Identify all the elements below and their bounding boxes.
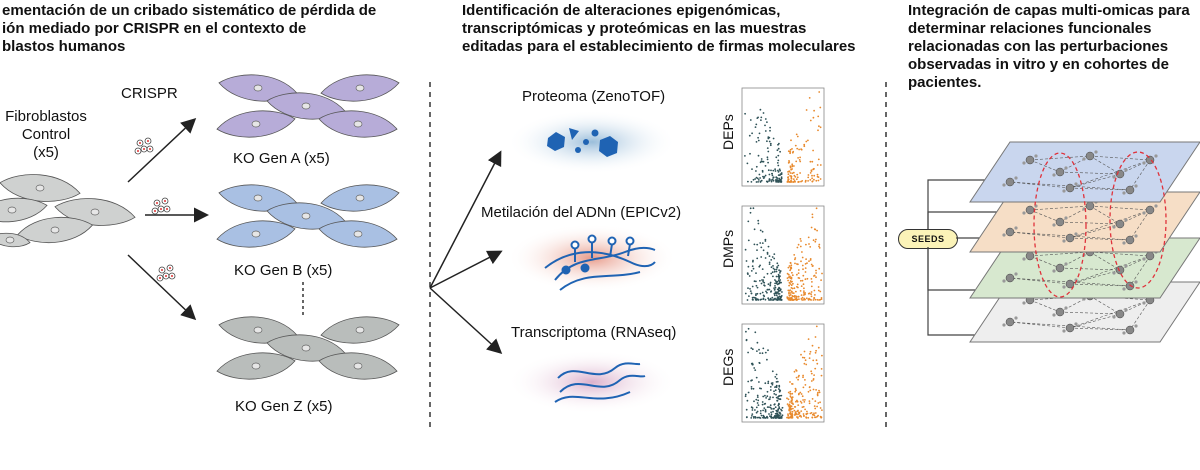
fibroblast-cell [320,316,400,344]
left-panel-title: ementación de un cribado sistemático de … [2,2,377,55]
network-layer [969,237,1200,299]
protein-molecules-icon [547,128,618,157]
volcano-plot-dmps [741,205,825,305]
network-layer [969,191,1200,253]
crispr-particle-cluster [134,137,154,155]
control-fibroblasts-label: Fibroblastos Control (x5) [5,108,87,161]
metilacion-label: Metilación del ADNn (EPICv2) [481,204,682,221]
multiomic-layers [969,141,1200,343]
seeds-connector-lines [927,179,1010,336]
crispr-particle-cluster [151,197,171,215]
ko-gen-a-cells [216,74,400,138]
proteoma-halo [507,110,677,174]
network-layer [969,141,1200,203]
fibroblast-cell [16,216,94,244]
volcano-plot-deps [741,87,825,187]
proteoma-label: Proteoma (ZenoTOF) [522,88,666,105]
arrow-to-ko-a [127,117,197,183]
ko-gen-a-label: KO Gen A (x5) [233,150,330,167]
arrow-to-proteoma [429,150,502,289]
fibroblast-cell [318,110,398,138]
crispr-particles [134,137,176,282]
transcriptoma-halo [507,350,677,414]
arrow-to-ko-z [127,254,197,321]
fibroblast-cell [320,74,400,102]
arrow-to-metilacion [429,250,503,289]
fibroblast-cell [216,352,296,380]
fibroblast-cell [0,197,48,223]
ko-gen-z-label: KO Gen Z (x5) [235,398,333,415]
dna-methylation-icon [544,234,656,291]
fibroblast-cell [216,110,296,138]
fibroblast-cell [318,220,398,248]
ko-gen-b-label: KO Gen B (x5) [234,262,333,279]
ko-gen-b-cells [216,184,400,248]
highlight-ovals [1033,151,1167,298]
fibroblast-cell [216,220,296,248]
crispr-label: CRISPR [121,85,178,102]
crispr-particle-cluster [156,264,176,282]
volcano-plot-degs [741,323,825,423]
arrow-to-transcriptoma [429,287,503,355]
right-panel-title: Integración de capas multi-omicas para d… [908,2,1190,91]
control-fibroblast-cells [0,174,136,248]
middle-panel-title: Identificación de alteraciones epigenómi… [462,2,856,55]
fibroblast-cell [0,174,81,202]
fibroblast-cell [218,316,298,344]
transcriptoma-label: Transcriptoma (RNAseq) [511,324,677,341]
fibroblast-cell [318,352,398,380]
ko-gen-z-cells [216,316,400,380]
rna-strands-icon [554,362,646,403]
fibroblast-cell [0,232,31,248]
fibroblast-cell [320,184,400,212]
